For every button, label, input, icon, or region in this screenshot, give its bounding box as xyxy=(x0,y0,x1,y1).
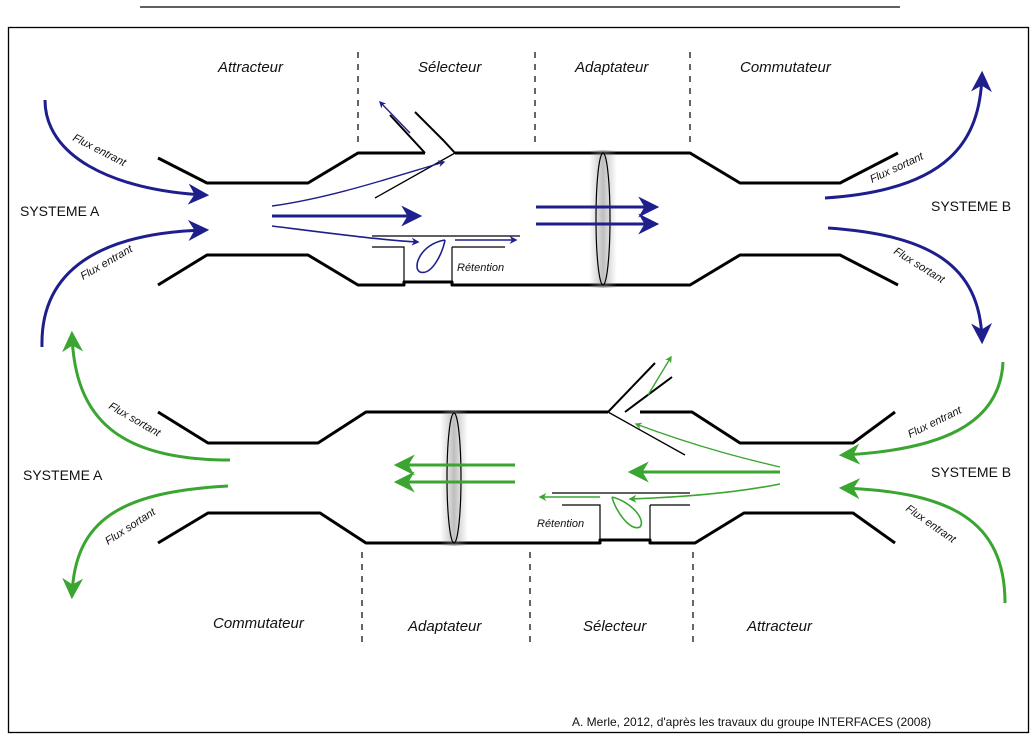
lower-system-b: SYSTEME B xyxy=(931,464,1012,480)
lower-retention-arrow xyxy=(628,483,781,503)
upper-retention-arrow xyxy=(271,225,420,246)
lower-flux-out-top-arrow xyxy=(62,330,231,462)
lower-flux-in-bottom-arrow xyxy=(838,478,1007,604)
upper-select-arrow xyxy=(271,160,446,207)
upper-flux-in-bottom-arrow xyxy=(40,219,210,348)
upper-retention-box xyxy=(372,235,520,282)
upper-zone-commutateur: Commutateur xyxy=(740,59,831,76)
lower-select-arrow xyxy=(634,422,781,468)
upper-system-a: SYSTEME A xyxy=(20,203,100,219)
upper-zone-selecteur: Sélecteur xyxy=(418,59,482,76)
upper-system-b: SYSTEME B xyxy=(931,198,1012,214)
lower-pipe xyxy=(157,410,896,545)
frame-border xyxy=(7,26,1030,734)
lower-flux-in-top-arrow xyxy=(838,361,1005,465)
lower-zone-separators xyxy=(361,552,694,648)
upper-flux-out-bottom-label: Flux sortant xyxy=(891,245,947,286)
upper-pipe xyxy=(157,151,899,287)
lower-flux-out-bottom-label: Flux sortant xyxy=(103,506,159,548)
lower-retention-label: Rétention xyxy=(537,518,585,530)
upper-flux-in-top-label: Flux entrant xyxy=(71,132,129,169)
lower-flux-out-bottom-arrow xyxy=(62,484,229,600)
upper-adaptor-lens xyxy=(595,152,611,286)
upper-retention-curve xyxy=(416,239,446,274)
lower-system-a: SYSTEME A xyxy=(23,467,103,483)
upper-retention-label: Rétention xyxy=(457,262,505,274)
lower-retention-curve xyxy=(611,496,643,529)
upper-selector-branch xyxy=(374,111,456,199)
upper-flux-out-top-arrow xyxy=(824,70,992,200)
lower-selector-branch xyxy=(607,362,686,456)
upper-zone-attracteur: Attracteur xyxy=(218,59,284,76)
lower-adaptor-lens xyxy=(446,412,462,544)
upper-adaptor-shadow xyxy=(589,150,617,288)
upper-flux-out-bottom-arrow xyxy=(827,226,993,345)
lower-reject-arrow xyxy=(647,355,672,396)
lower-retention-box xyxy=(552,492,690,540)
lower-adaptor-shadow xyxy=(440,410,468,546)
upper-reject-arrow xyxy=(379,100,411,134)
lower-zone-adaptateur: Adaptateur xyxy=(408,618,482,635)
lower-zone-attracteur: Attracteur xyxy=(747,618,813,635)
lower-flows xyxy=(62,330,1007,604)
upper-zone-separators xyxy=(357,52,691,145)
lower-zone-selecteur: Sélecteur xyxy=(583,618,647,635)
credit-line: A. Merle, 2012, d'après les travaux du g… xyxy=(572,715,932,729)
upper-zone-adaptateur: Adaptateur xyxy=(575,59,649,76)
upper-flux-in-top-arrow xyxy=(43,99,210,205)
lower-flux-in-top-label: Flux entrant xyxy=(906,404,964,441)
lower-zone-commutateur: Commutateur xyxy=(213,615,304,632)
upper-flux-out-top-label: Flux sortant xyxy=(868,150,926,186)
upper-flows xyxy=(40,70,993,348)
